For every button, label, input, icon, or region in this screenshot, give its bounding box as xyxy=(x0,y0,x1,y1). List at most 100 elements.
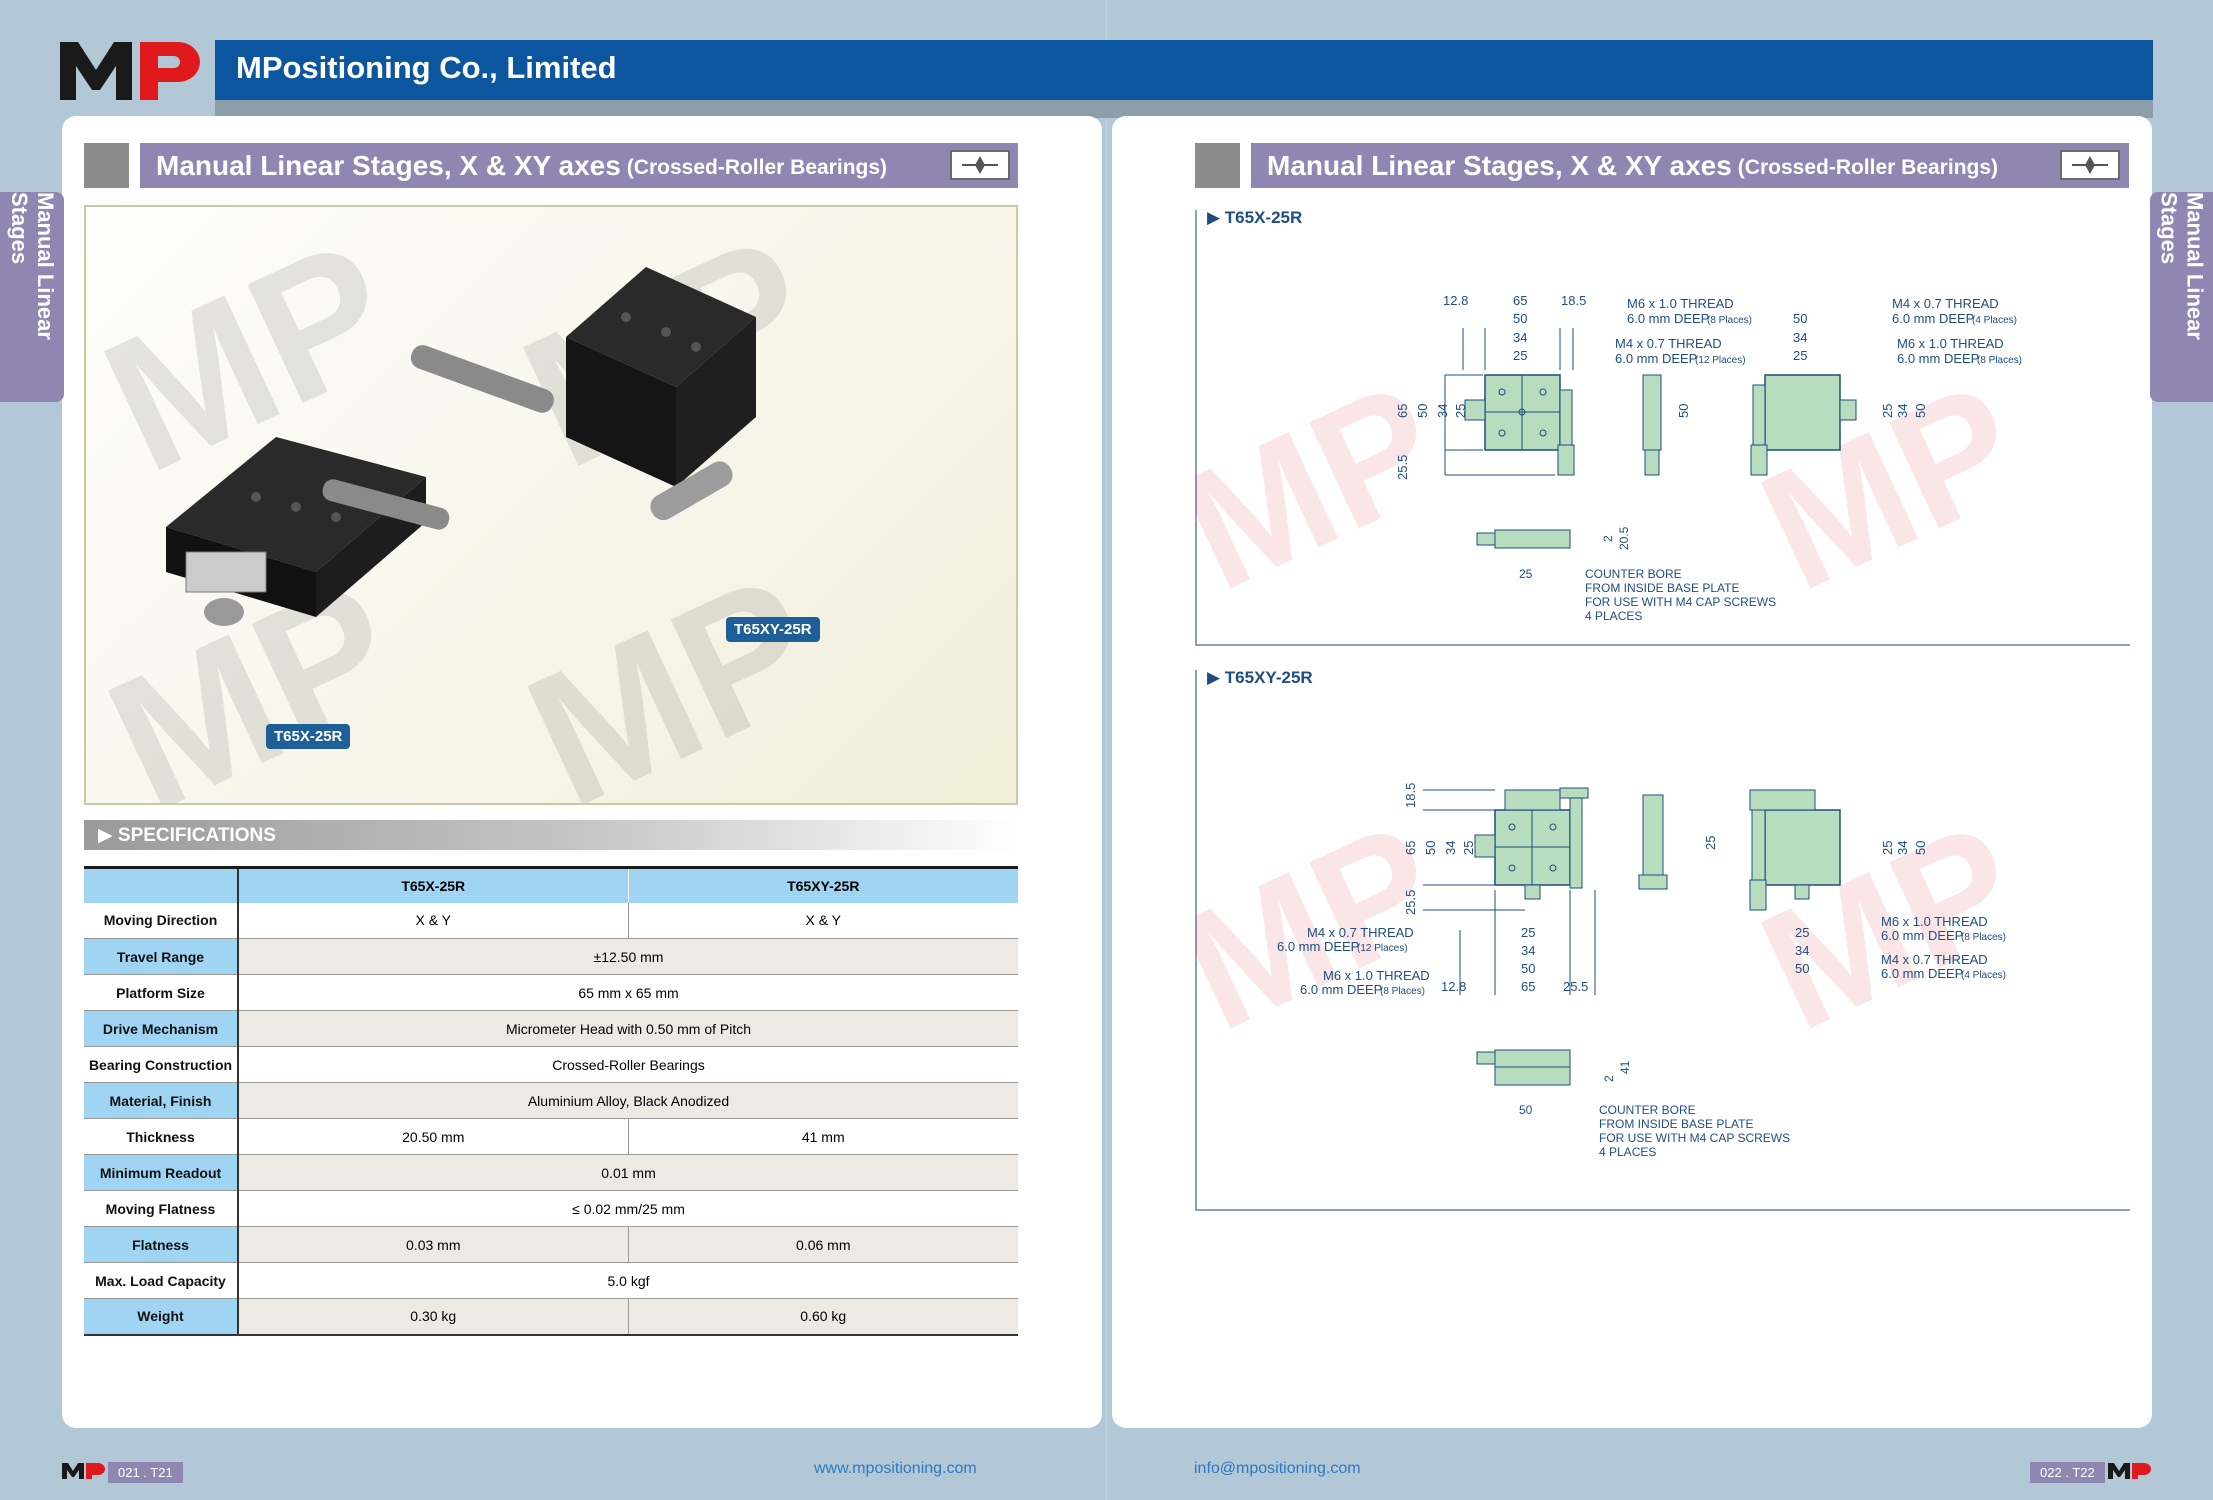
dim-label: 12.8 xyxy=(1443,293,1468,308)
dim-label: 2 xyxy=(1601,535,1615,542)
platform-right-view xyxy=(1764,374,1841,451)
header-shadow xyxy=(215,100,2153,118)
spec-cell: Micrometer Head with 0.50 mm of Pitch xyxy=(238,1010,1018,1047)
dim-label: 25 xyxy=(1461,841,1476,855)
note: (8 Places) xyxy=(1961,932,2006,943)
dim-label: 25 xyxy=(1880,404,1895,418)
dim-label: 34 xyxy=(1895,404,1910,418)
side-view xyxy=(1642,374,1662,451)
spec-cell: 0.03 mm xyxy=(238,1226,629,1263)
company-name: MPositioning Co., Limited xyxy=(236,50,617,85)
dim-label: 25 xyxy=(1513,348,1527,363)
spec-label: Material, Finish xyxy=(84,1082,239,1119)
product-photo: MP MP MP MP T65XY-25R T65X-25R xyxy=(84,205,1018,805)
link-icon[interactable] xyxy=(2060,150,2120,180)
spec-label: Max. Load Capacity xyxy=(84,1262,239,1299)
spec-label: Thickness xyxy=(84,1118,239,1155)
note: (8 Places) xyxy=(1380,986,1425,997)
footer-logo-right xyxy=(2108,1463,2151,1479)
spec-label: Drive Mechanism xyxy=(84,1010,239,1047)
spec-label: Moving Flatness xyxy=(84,1190,239,1227)
dim-label: 25 xyxy=(1795,925,1809,940)
spec-cell: X & Y xyxy=(628,902,1018,939)
dim-label: 34 xyxy=(1513,330,1527,345)
note: 6.0 mm DEEP xyxy=(1881,966,1963,981)
drawing-frame-xy-left xyxy=(1195,670,1197,1210)
note: M4 x 0.7 THREAD xyxy=(1881,952,1988,967)
drawing-title-xy: ▶ T65XY-25R xyxy=(1207,668,1313,687)
spec-label: Platform Size xyxy=(84,974,239,1011)
note: M6 x 1.0 THREAD xyxy=(1627,296,1734,311)
drawing-t65xy: MP MP 18.5 65 50 34 25 25.5 25 34 50 12.… xyxy=(1195,783,2047,1159)
side-tab-left[interactable]: Manual Linear Stages xyxy=(0,192,64,402)
specifications-heading: ▶ SPECIFICATIONS xyxy=(84,820,1018,850)
website-link[interactable]: www.mpositioning.com xyxy=(814,1460,977,1477)
svg-text:MP: MP xyxy=(1195,347,1467,627)
dim-label: 65 xyxy=(1395,404,1410,418)
page-number-left: 021 . T21 xyxy=(108,1462,183,1483)
spec-label: Weight xyxy=(84,1298,239,1336)
dim-label: 65 xyxy=(1403,841,1418,855)
dim-label: 50 xyxy=(1521,961,1535,976)
dim-label: 50 xyxy=(1415,404,1430,418)
dim-label: 34 xyxy=(1521,943,1535,958)
note: 4 PLACES xyxy=(1585,609,1642,623)
spec-cell: 41 mm xyxy=(628,1118,1018,1155)
note: M6 x 1.0 THREAD xyxy=(1323,968,1430,983)
footer-logo-left xyxy=(62,1463,105,1479)
stage-x-image xyxy=(166,437,450,626)
link-icon[interactable] xyxy=(950,150,1010,180)
drawing-frame-xy-bottom xyxy=(1195,1209,2130,1211)
spec-cell: 0.30 kg xyxy=(238,1298,629,1336)
drawing-frame-x-bottom xyxy=(1195,644,2130,646)
note: (4 Places) xyxy=(1961,970,2006,981)
company-logo xyxy=(60,40,200,102)
note: (12 Places) xyxy=(1695,355,1746,366)
spec-cell: ±12.50 mm xyxy=(238,938,1018,975)
dim-label: 50 xyxy=(1519,1103,1533,1117)
drawing-title-x: ▶ T65X-25R xyxy=(1207,208,1303,227)
dim-label: 25.5 xyxy=(1395,455,1410,480)
note: 6.0 mm DEEP xyxy=(1627,311,1709,326)
note: (12 Places) xyxy=(1357,943,1408,954)
spec-cell: Crossed-Roller Bearings xyxy=(238,1046,1018,1083)
spec-header-blank xyxy=(84,866,239,903)
note: (4 Places) xyxy=(1972,315,2017,326)
email-link[interactable]: info@mpositioning.com xyxy=(1194,1460,1361,1477)
spec-cell: 0.01 mm xyxy=(238,1154,1018,1191)
spec-col-t65x: T65X-25R xyxy=(237,866,628,903)
dim-label: 25 xyxy=(1453,404,1468,418)
spec-cell: 20.50 mm xyxy=(238,1118,629,1155)
header-bar xyxy=(215,40,2153,100)
dim-label: 25 xyxy=(1793,348,1807,363)
dim-label: 25 xyxy=(1703,836,1718,850)
dim-label: 20.5 xyxy=(1617,526,1631,550)
note: 6.0 mm DEEP xyxy=(1892,311,1974,326)
dim-label: 25.5 xyxy=(1403,890,1418,915)
note: FOR USE WITH M4 CAP SCREWS xyxy=(1599,1131,1790,1145)
dim-label: 34 xyxy=(1793,330,1807,345)
note: M4 x 0.7 THREAD xyxy=(1307,925,1414,940)
dim-label: 25 xyxy=(1880,841,1895,855)
tag-t65x: T65X-25R xyxy=(266,724,351,749)
dim-label: 65 xyxy=(1521,979,1535,994)
side-tab-right[interactable]: Manual Linear Stages xyxy=(2150,192,2213,402)
front-view xyxy=(1494,529,1571,549)
dim-label: 18.5 xyxy=(1403,783,1418,808)
dim-label: 34 xyxy=(1795,943,1809,958)
note: (8 Places) xyxy=(1707,315,1752,326)
stage-xy-image xyxy=(410,267,756,521)
platform-right-view xyxy=(1764,809,1841,886)
dim-label: 50 xyxy=(1913,841,1928,855)
note: FROM INSIDE BASE PLATE xyxy=(1599,1117,1753,1131)
drawing-frame-x-left xyxy=(1195,210,1197,645)
dim-label: 50 xyxy=(1795,961,1809,976)
spec-cell: 0.60 kg xyxy=(628,1298,1018,1336)
dim-label: 34 xyxy=(1435,404,1450,418)
note: M4 x 0.7 THREAD xyxy=(1615,336,1722,351)
note: M6 x 1.0 THREAD xyxy=(1881,914,1988,929)
spec-label: Minimum Readout xyxy=(84,1154,239,1191)
note: M4 x 0.7 THREAD xyxy=(1892,296,1999,311)
note: 6.0 mm DEEP xyxy=(1881,928,1963,943)
